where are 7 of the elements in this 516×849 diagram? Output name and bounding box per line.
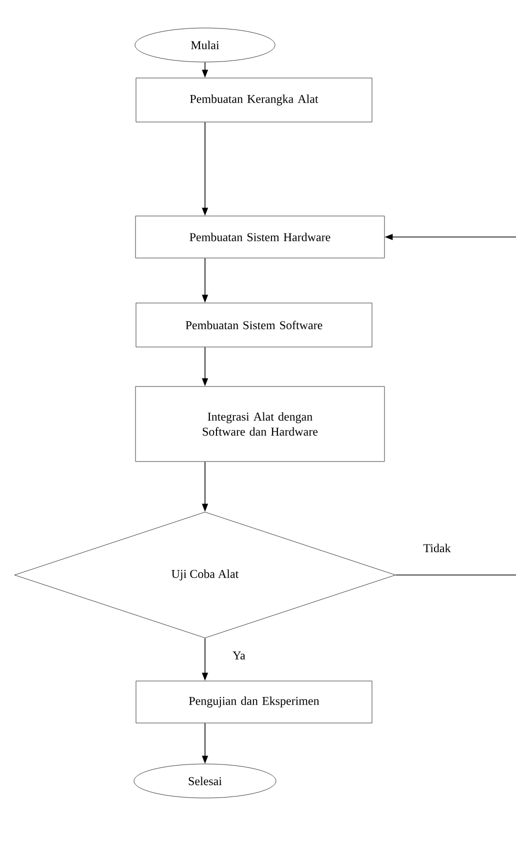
process-box: Pembuatan Kerangka Alat xyxy=(136,78,372,122)
process-box: Pembuatan Sistem Hardware xyxy=(135,216,385,258)
edge-label: Ya xyxy=(232,650,246,660)
process-box: Pengujian dan Eksperimen xyxy=(136,680,372,724)
process-box: Integrasi Alat dengan Software dan Hardware xyxy=(135,386,385,462)
edge-label: Tidak xyxy=(422,542,452,554)
process-box: Pembuatan Sistem Software xyxy=(136,302,372,348)
